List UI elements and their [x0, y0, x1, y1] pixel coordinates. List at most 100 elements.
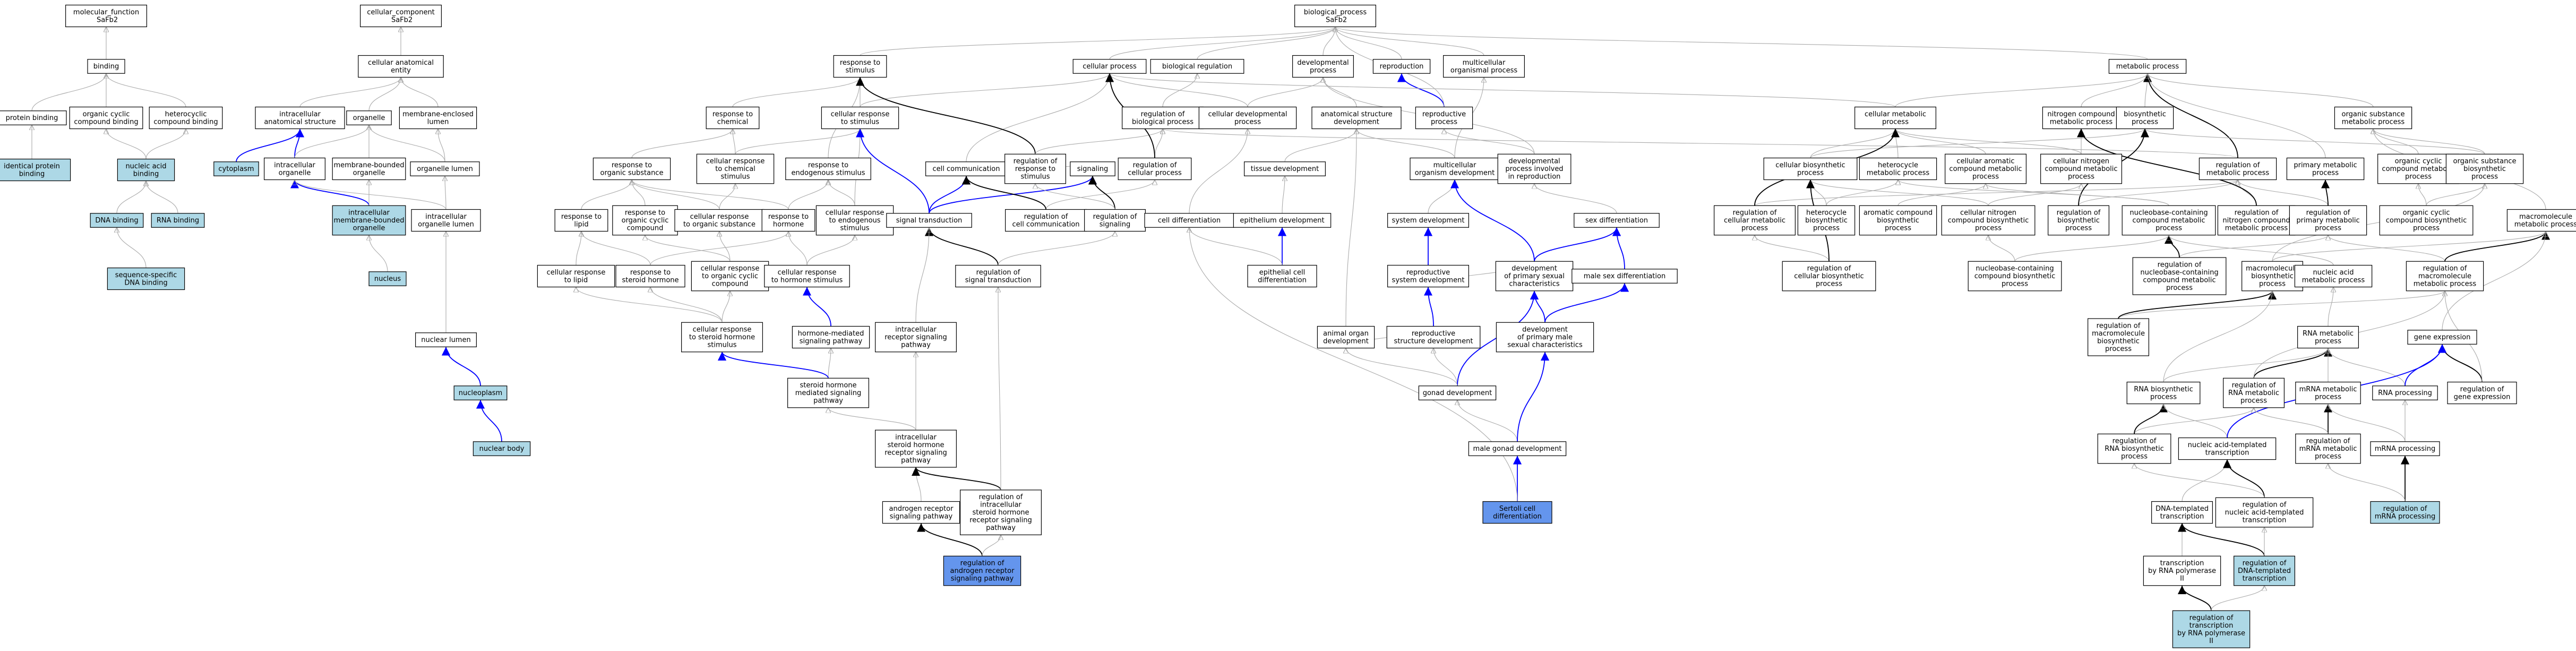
go-term-label: process — [2105, 345, 2132, 353]
go-term-box — [959, 490, 1042, 535]
relation-edge — [290, 179, 370, 206]
go-term-label: signaling — [1100, 220, 1131, 228]
go-term-label: regulation of — [2057, 209, 2101, 217]
go-term-box — [2126, 381, 2201, 405]
go-term-box — [213, 161, 259, 176]
go-term-label: cellular response — [690, 213, 749, 221]
go-term-label: process — [2150, 393, 2177, 401]
go-term-label: regulation of — [2423, 265, 2467, 273]
go-term-label: heterocyclic — [165, 110, 207, 118]
go-term-box — [691, 261, 769, 292]
go-term-box — [1443, 55, 1525, 78]
go-term-label: to steroid hormone — [689, 333, 755, 341]
go-term-box — [886, 213, 972, 228]
go-term-label: reproductive — [1422, 110, 1466, 118]
relation-edge — [828, 407, 916, 431]
go-term-label: response to — [625, 209, 665, 217]
go-term-node: RNA processing — [2372, 386, 2438, 400]
go-term-label: structure development — [1394, 337, 1473, 345]
relation-edge — [2177, 585, 2212, 611]
go-term-label: process — [2240, 397, 2267, 405]
go-term-box — [1468, 441, 1567, 456]
go-term-label: response to — [561, 213, 602, 221]
go-term-label: intracellular — [279, 110, 321, 118]
relation-edge — [1428, 180, 1455, 213]
go-term-label: regulation of — [2113, 438, 2157, 446]
go-term-label: to hormone stimulus — [771, 276, 843, 284]
go-term-box — [593, 157, 671, 181]
go-term-label: endogenous stimulus — [791, 169, 865, 177]
relation-edge — [735, 129, 860, 155]
go-term-label: cellular aromatic — [1956, 158, 2014, 166]
go-term-box — [1072, 59, 1147, 74]
go-term-label: entity — [391, 66, 411, 74]
go-term-box — [1859, 205, 1937, 236]
relation-edge — [145, 129, 186, 159]
go-term-box — [1968, 261, 2062, 292]
go-term-label: cellular nitrogen — [1960, 209, 2016, 217]
relation-edge — [295, 179, 446, 210]
go-term-label: regulation of — [2306, 438, 2350, 446]
relation-edge — [294, 129, 305, 158]
relation-edge — [1035, 183, 1115, 210]
go-term-box — [65, 4, 148, 28]
relation-edge — [2437, 344, 2483, 382]
go-term-box — [1572, 269, 1678, 284]
go-term-box — [554, 209, 608, 232]
go-term-box — [882, 501, 960, 524]
go-term-label: compound biosynthetic — [1974, 272, 2056, 280]
go-term-node: sex differentiation — [1574, 213, 1660, 228]
go-term-box — [1317, 326, 1375, 349]
go-term-label: compound — [627, 225, 664, 233]
go-term-label: cellular process — [1128, 169, 1182, 177]
go-term-node: molecular_function SaFb2 — [65, 4, 148, 28]
go-term-label: biosynthetic — [1805, 217, 1848, 225]
go-term-label: SaFb2 — [1324, 16, 1347, 24]
go-term-label: stimulus — [845, 66, 874, 74]
go-term-label: nitrogen compound — [2047, 110, 2115, 118]
go-term-label: II — [2209, 637, 2213, 645]
relation-edge — [1450, 179, 1535, 262]
go-term-label: androgen receptor — [889, 505, 954, 513]
go-term-label: regulation of — [976, 269, 1020, 277]
go-term-node: signaling — [1070, 161, 1115, 176]
go-term-box — [2445, 153, 2524, 184]
go-term-box — [1763, 157, 1858, 181]
go-term-label: compound metabolic — [2382, 165, 2454, 173]
go-term-label: male sex differentiation — [1584, 272, 1665, 280]
go-term-box — [2506, 209, 2576, 232]
go-term-label: regulation of — [979, 493, 1023, 501]
go-term-label: process — [1431, 118, 1457, 126]
go-term-box — [785, 157, 871, 181]
go-term-box — [2379, 205, 2474, 236]
go-term-node: protein binding — [0, 110, 67, 125]
go-term-label: development — [1512, 265, 1557, 273]
relation-edge — [961, 176, 1046, 210]
go-term-node: signal transduction — [886, 213, 972, 228]
go-term-box — [1482, 501, 1552, 524]
relation-edge — [1544, 283, 1629, 323]
go-term-box — [787, 378, 869, 408]
go-term-box — [833, 55, 887, 78]
relation-edge — [966, 73, 1110, 162]
go-term-label: receptor signaling — [885, 449, 947, 457]
go-term-label: by RNA polymerase — [2177, 629, 2245, 637]
relation-edge — [1335, 27, 1484, 56]
go-term-box — [1004, 153, 1066, 184]
go-term-box — [1714, 205, 1796, 236]
go-term-label: compound — [712, 280, 749, 288]
go-term-label: regulation of — [2235, 209, 2279, 217]
